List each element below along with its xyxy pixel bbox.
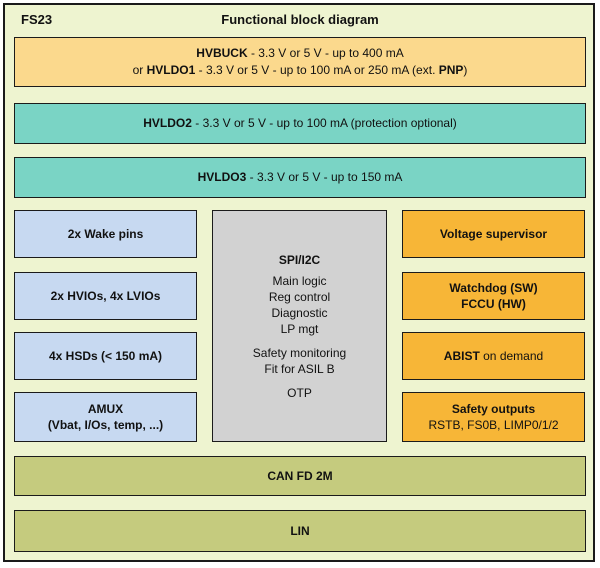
diagnostic-label: Diagnostic [271,305,328,320]
abist-line: ABIST on demand [444,348,543,365]
safety-outputs-label: Safety outputs [451,402,536,416]
hvldo3-label: HVLDO3 [197,170,247,184]
block-can-fd: CAN FD 2M [14,456,586,496]
hvldo2-label: HVLDO2 [143,116,192,130]
pnp-label: PNP [438,63,464,77]
lp-mgt-label: LP mgt [280,321,319,336]
abist-label: ABIST [443,348,480,363]
hvldo2-spec: - 3.3 V or 5 V - up to 100 mA (protectio… [191,116,457,130]
watchdog-label: Watchdog (SW) [449,281,538,295]
hvldo1-label: HVLDO1 [146,63,196,77]
block-amux: AMUX (Vbat, I/Os, temp, ...) [14,392,197,442]
block-hsds: 4x HSDs (< 150 mA) [14,332,197,380]
hsds-label: 4x HSDs (< 150 mA) [48,348,163,363]
chip-name-label: FS23 [21,12,53,27]
hvbuck-spec: - 3.3 V or 5 V - up to 400 mA [247,46,404,60]
hvldo1-prefix: or [132,63,147,77]
hvldo2-line: HVLDO2 - 3.3 V or 5 V - up to 100 mA (pr… [143,115,457,132]
abist-on-demand-label: on demand [479,348,544,363]
lin-label: LIN [290,523,310,538]
voltage-supervisor-label: Voltage supervisor [439,226,548,241]
hvbuck-line: HVBUCK - 3.3 V or 5 V - up to 400 mA [196,45,403,62]
asil-b-label: Fit for ASIL B [264,361,335,376]
block-hvios-lvios: 2x HVIOs, 4x LVIOs [14,272,197,320]
block-lin: LIN [14,510,586,552]
main-logic-label: Main logic [272,273,327,288]
block-abist: ABIST on demand [402,332,585,380]
hvldo1-spec-end: ) [463,63,468,77]
block-hvbuck-hvldo1: HVBUCK - 3.3 V or 5 V - up to 400 mA or … [14,37,586,87]
block-wake-pins: 2x Wake pins [14,210,197,258]
block-main-logic: SPI/I2C Main logic Reg control Diagnosti… [212,210,387,442]
hvldo3-line: HVLDO3 - 3.3 V or 5 V - up to 150 mA [198,169,403,186]
otp-label: OTP [287,385,312,400]
block-safety-outputs: Safety outputs RSTB, FS0B, LIMP0/1/2 [402,392,585,442]
hvbuck-label: HVBUCK [196,46,248,60]
hvldo1-spec: - 3.3 V or 5 V - up to 100 mA or 250 mA … [195,63,439,77]
safety-monitoring-label: Safety monitoring [252,345,347,360]
hvios-lvios-label: 2x HVIOs, 4x LVIOs [50,288,161,303]
fccu-label: FCCU (HW) [461,297,526,311]
spi-i2c-label: SPI/I2C [278,252,321,267]
can-fd-label: CAN FD 2M [267,468,333,483]
block-watchdog-fccu: Watchdog (SW) FCCU (HW) [402,272,585,320]
block-voltage-supervisor: Voltage supervisor [402,210,585,258]
reg-control-label: Reg control [268,289,331,304]
amux-sources-label: (Vbat, I/Os, temp, ...) [47,418,164,432]
block-hvldo3: HVLDO3 - 3.3 V or 5 V - up to 150 mA [14,157,586,198]
hvldo3-spec: - 3.3 V or 5 V - up to 150 mA [246,170,403,184]
safety-outputs-pins-label: RSTB, FS0B, LIMP0/1/2 [428,418,559,432]
amux-label: AMUX [87,402,124,416]
block-hvldo2: HVLDO2 - 3.3 V or 5 V - up to 100 mA (pr… [14,103,586,144]
hvldo1-line: or HVLDO1 - 3.3 V or 5 V - up to 100 mA … [133,62,468,79]
diagram-title: Functional block diagram [221,12,379,27]
wake-pins-label: 2x Wake pins [67,226,144,241]
